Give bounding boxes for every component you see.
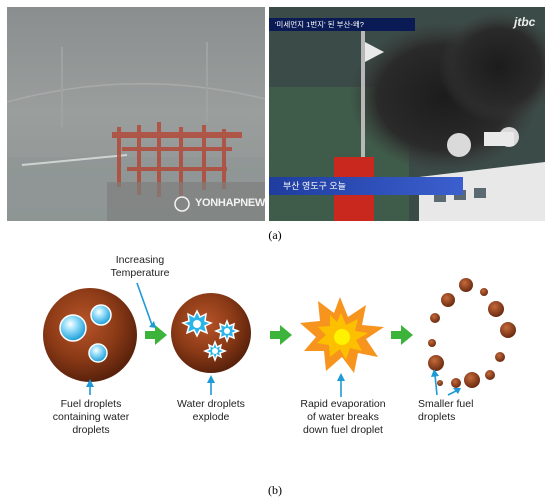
photo-hazy-port: YONHAPNEWS: [7, 7, 265, 221]
label-stage-fuel-droplets: Fuel droplets containing water droplets: [52, 398, 130, 436]
hazy-port-scene: [7, 7, 265, 221]
jtbc-logo: jtbc: [514, 15, 536, 29]
top-ticker-text: '미세먼지 1번지' 된 부산-왜?: [275, 20, 364, 29]
fuel-droplet-exploding: [171, 293, 251, 373]
caption-a: (a): [268, 228, 282, 242]
label-increasing-temperature: Increasing Temperature: [110, 254, 170, 279]
label-stage-smaller-droplets: Smaller fuel droplets: [418, 398, 474, 423]
fuel-droplet-with-water: [43, 288, 137, 382]
flow-arrow-3: [391, 325, 413, 345]
bottom-news-ticker: 부산 영도구 오늘: [269, 177, 463, 195]
explosion-burst: [300, 297, 384, 373]
label-stage-water-explode: Water droplets explode: [177, 398, 245, 423]
bottom-ticker-text: 부산 영도구 오늘: [283, 181, 346, 191]
caption-b: (b): [268, 483, 282, 497]
photo-smoking-ship: '미세먼지 1번지' 된 부산-왜? jtbc 부산 영도구 오늘: [269, 7, 545, 221]
smaller-fuel-droplets: [428, 278, 516, 388]
flow-arrow-1: [145, 325, 167, 345]
flow-arrow-2: [270, 325, 292, 345]
ship-smoke-scene: [269, 7, 545, 221]
label-stage-rapid-evaporation: Rapid evaporation of water breaks down f…: [300, 398, 386, 436]
water-emulsion-diagram: [43, 278, 516, 397]
yonhap-watermark: YONHAPNEWS: [195, 197, 265, 209]
pointer-arrows: [86, 282, 461, 397]
top-news-ticker: '미세먼지 1번지' 된 부산-왜?: [269, 18, 415, 31]
